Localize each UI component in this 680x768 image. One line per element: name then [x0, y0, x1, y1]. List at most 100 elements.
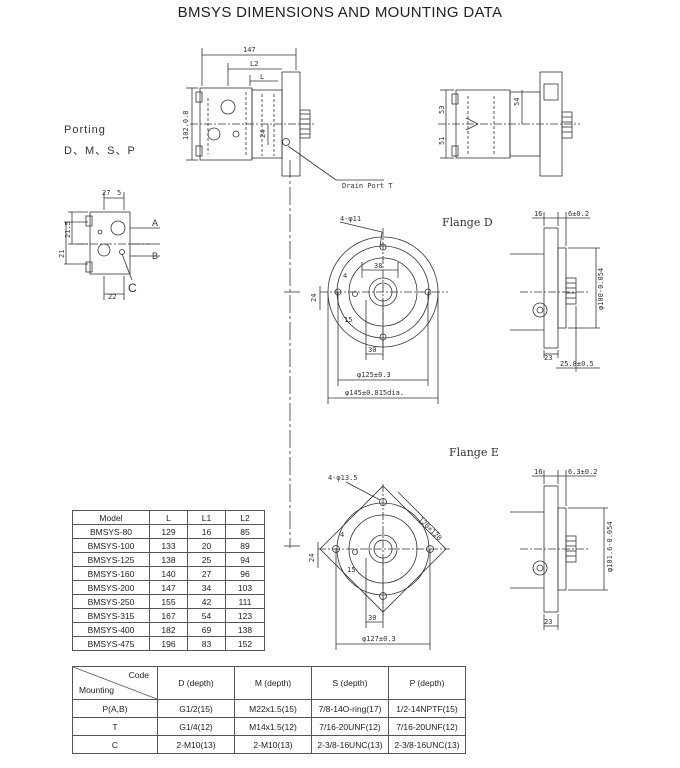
table-cell: 85 — [225, 524, 265, 539]
table-cell: 7/16-20UNF(12) — [388, 717, 466, 736]
flange-d-side-view — [510, 212, 600, 372]
side-view-motor — [438, 71, 580, 177]
table-cell: BMSYS-80 — [72, 524, 150, 539]
table-cell: M14x1.5(12) — [234, 717, 312, 736]
fe-127: φ127±0.3 — [362, 635, 396, 643]
table-row: BMSYS-200 147 34 103 — [72, 580, 265, 595]
dim-27: 27 — [102, 189, 110, 197]
dim-21-5: 21.5 — [64, 221, 72, 238]
fe-4: 4 — [340, 531, 344, 539]
table-cell: BMSYS-100 — [72, 538, 150, 553]
table-cell: 182 — [149, 622, 188, 637]
dim-147: 147 — [243, 46, 256, 54]
table-cell: 89 — [225, 538, 265, 553]
table-cell: 111 — [225, 594, 265, 609]
table-header: L2 — [225, 510, 265, 525]
front-view-motor — [186, 48, 384, 181]
table-header: M (depth) — [234, 666, 312, 700]
port-b-label: B — [152, 251, 158, 261]
table-cell: C — [72, 735, 158, 754]
model-dimension-table: Model L L1 L2 BMSYS-80 129 16 85 BMSYS-1… — [72, 510, 265, 651]
table-cell: 167 — [149, 608, 188, 623]
port-c-label: C — [128, 281, 137, 295]
table-cell: 152 — [225, 636, 265, 651]
fe-101-6: φ101.6-0.054 — [606, 521, 614, 572]
table-cell: 54 — [187, 608, 226, 623]
fe-30: 30 — [368, 614, 376, 622]
fd-23: 23 — [544, 354, 552, 362]
table-cell: 133 — [149, 538, 188, 553]
porting-ports: D、M、S、P — [64, 145, 136, 157]
table-cell: 69 — [187, 622, 226, 637]
table-header-row: Model L L1 L2 — [72, 510, 265, 525]
table-cell: BMSYS-200 — [72, 580, 150, 595]
table-row: BMSYS-400 182 69 138 — [72, 622, 265, 637]
dim-l: L — [260, 73, 264, 81]
dim-top-24: 24 — [259, 130, 267, 138]
table-header-row: Code Mounting D (depth) M (depth) S (dep… — [72, 666, 466, 700]
table-cell: 16 — [187, 524, 226, 539]
fd-25-8: 25.8±0.5 — [560, 360, 594, 368]
table-cell: BMSYS-475 — [72, 636, 150, 651]
table-cell: 2-M10(13) — [234, 735, 312, 754]
table-cell: 27 — [187, 566, 226, 581]
table-row: BMSYS-160 140 27 96 — [72, 566, 265, 581]
fe-120: 120×120 — [417, 516, 444, 543]
table-cell: 196 — [149, 636, 188, 651]
fe-16: 16 — [534, 468, 542, 476]
table-cell: 2-3/8-16UNC(13) — [311, 735, 389, 754]
fd-holes: 4-φ11 — [340, 215, 361, 223]
table-row: BMSYS-315 167 54 123 — [72, 608, 265, 623]
table-cell: G1/2(15) — [157, 699, 235, 718]
table-cell: 138 — [149, 552, 188, 567]
dim-51: 51 — [438, 137, 446, 145]
table-row: P(A,B) G1/2(15) M22x1.5(15) 7/8-14O-ring… — [72, 699, 466, 718]
drain-port-label: Drain Port T — [342, 182, 393, 190]
table-cell: BMSYS-315 — [72, 608, 150, 623]
port-view — [64, 192, 160, 300]
fd-38: 38 — [374, 262, 382, 270]
fe-24: 24 — [308, 554, 316, 562]
table-row: BMSYS-250 155 42 111 — [72, 594, 265, 609]
table-header: S (depth) — [311, 666, 389, 700]
port-a-label: A — [152, 218, 158, 228]
table-cell: BMSYS-125 — [72, 552, 150, 567]
table-row: BMSYS-100 133 20 89 — [72, 538, 265, 553]
dim-21: 21 — [58, 250, 66, 258]
fd-6: 6±0.2 — [568, 210, 589, 218]
table-cell: M22x1.5(15) — [234, 699, 312, 718]
fd-4: 4 — [343, 272, 347, 280]
dim-54: 54 — [513, 98, 521, 106]
table-header: Model — [72, 510, 150, 525]
table-cell: 147 — [149, 580, 188, 595]
fd-125: φ125±0.3 — [357, 371, 391, 379]
table-cell: 2-M10(13) — [157, 735, 235, 754]
table-cell: G1/4(12) — [157, 717, 235, 736]
table-cell: BMSYS-250 — [72, 594, 150, 609]
flange-e-label: Flange E — [449, 446, 499, 459]
table-header: L — [149, 510, 188, 525]
table-row: BMSYS-125 138 25 94 — [72, 552, 265, 567]
table-cell: 155 — [149, 594, 188, 609]
table-cell: 20 — [187, 538, 226, 553]
corner-mounting-label: Mounting — [79, 685, 114, 695]
table-header: P (depth) — [388, 666, 466, 700]
fd-15: 15 — [344, 316, 352, 324]
table-cell: 140 — [149, 566, 188, 581]
table-corner-cell: Code Mounting — [72, 666, 158, 700]
table-header: D (depth) — [157, 666, 235, 700]
fd-100: φ100-0.054 — [597, 268, 605, 310]
table-cell: 25 — [187, 552, 226, 567]
flange-e-front-view — [317, 481, 450, 650]
table-cell: BMSYS-160 — [72, 566, 150, 581]
table-cell: 1/2-14NPTF(15) — [388, 699, 466, 718]
fe-23: 23 — [544, 618, 552, 626]
table-cell: 83 — [187, 636, 226, 651]
dim-l2: L2 — [250, 60, 258, 68]
page-title: BMSYS DIMENSIONS AND MOUNTING DATA — [177, 4, 503, 21]
flange-d-front-view — [319, 221, 448, 404]
dim-5: 5 — [117, 189, 121, 197]
table-cell: 94 — [225, 552, 265, 567]
table-header: L1 — [187, 510, 226, 525]
